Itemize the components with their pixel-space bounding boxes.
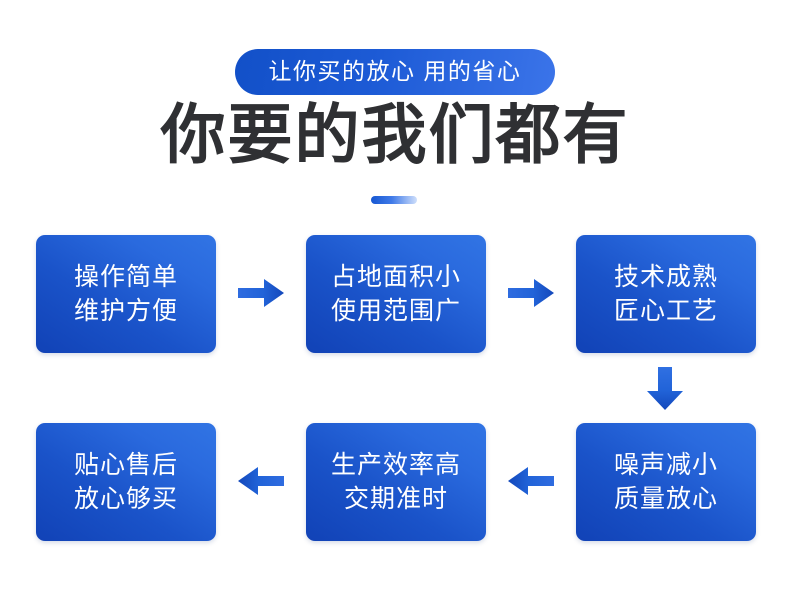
feature-box-line1: 操作简单 xyxy=(73,263,178,291)
arrow-down-icon xyxy=(645,367,685,411)
feature-box-line2: 放心够买 xyxy=(73,485,178,513)
header-badge: 让你买的放心 用的省心 xyxy=(234,49,556,95)
feature-box-line1: 生产效率高 xyxy=(330,451,461,479)
arrow-left-icon xyxy=(508,466,554,496)
header-badge-container: 让你买的放心 用的省心 xyxy=(0,49,790,95)
title-underline-divider xyxy=(371,196,417,204)
feature-box-line1: 技术成熟 xyxy=(613,263,718,291)
feature-box-line2: 使用范围广 xyxy=(330,297,461,325)
feature-box-line2: 维护方便 xyxy=(73,297,178,325)
feature-box-small-footprint[interactable]: 占地面积小 使用范围广 xyxy=(306,235,486,353)
feature-box-high-efficiency[interactable]: 生产效率高 交期准时 xyxy=(306,423,486,541)
feature-box-operation-simple[interactable]: 操作简单 维护方便 xyxy=(36,235,216,353)
feature-box-line1: 占地面积小 xyxy=(330,263,461,291)
arrow-left-icon xyxy=(238,466,284,496)
feature-box-after-sales[interactable]: 贴心售后 放心够买 xyxy=(36,423,216,541)
feature-box-line2: 质量放心 xyxy=(613,485,718,513)
arrow-right-icon xyxy=(508,278,554,308)
feature-box-line2: 交期准时 xyxy=(343,485,448,513)
feature-box-mature-technology[interactable]: 技术成熟 匠心工艺 xyxy=(576,235,756,353)
feature-box-line2: 匠心工艺 xyxy=(613,297,718,325)
feature-box-low-noise[interactable]: 噪声减小 质量放心 xyxy=(576,423,756,541)
arrow-right-icon xyxy=(238,278,284,308)
page-title: 你要的我们都有 xyxy=(160,98,630,171)
feature-box-line1: 噪声减小 xyxy=(613,451,718,479)
feature-box-line1: 贴心售后 xyxy=(73,451,178,479)
